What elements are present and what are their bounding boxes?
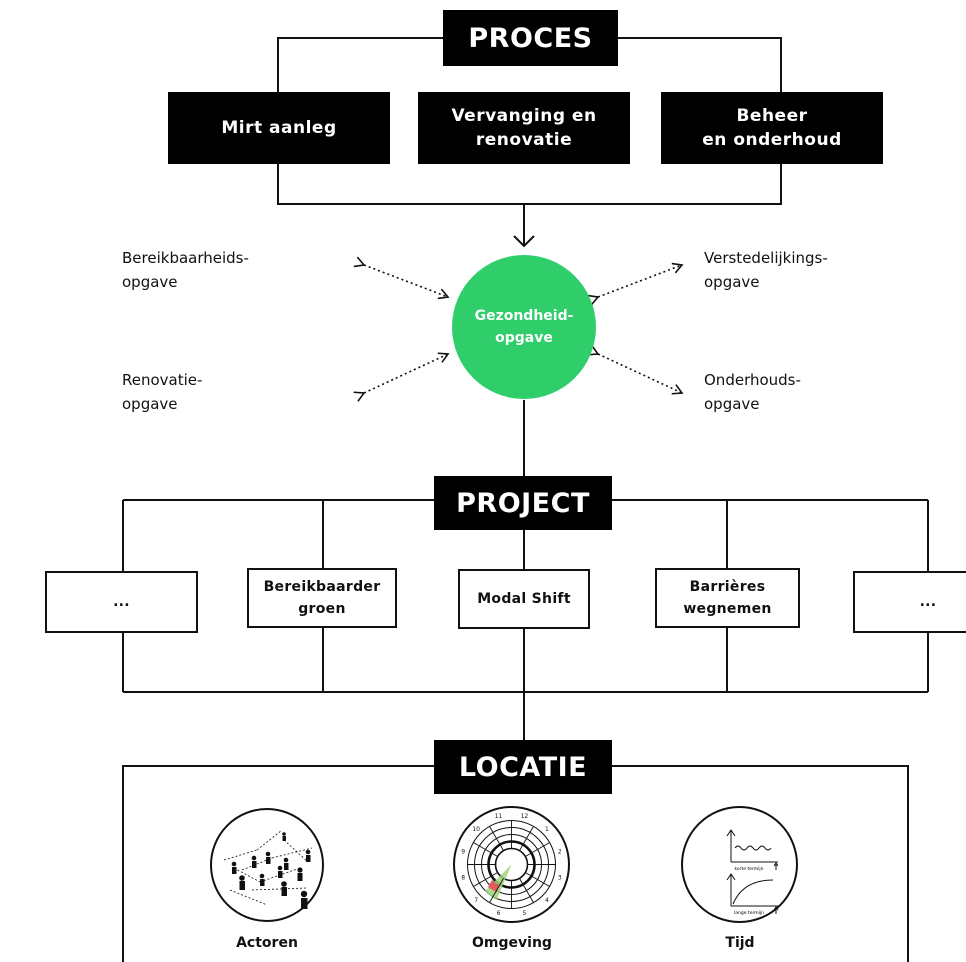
omgeving-clock-number: 11 (495, 813, 503, 820)
omgeving-spoke (489, 878, 504, 903)
tijd-short-label: korte termijn (734, 866, 763, 872)
label-onderhouds: Onderhouds- opgave (704, 371, 801, 413)
proces-item-mirt: Mirt aanleg (168, 92, 390, 164)
label-renovatie: Renovatie- opgave (122, 371, 203, 413)
project-title: PROJECT (434, 476, 612, 530)
omgeving-spoke (473, 842, 498, 857)
label-bereikbaarheids: Bereikbaarheids- opgave (122, 249, 249, 291)
omgeving-clock-number: 3 (558, 874, 562, 881)
project-item-bereikbaarder: Bereikbaarder groen (247, 568, 397, 628)
proces-item-vervanging: Vervanging en renovatie (418, 92, 630, 164)
gezondheid-circle: Gezondheid- opgave (452, 255, 596, 399)
project-item-right-more: ... (853, 571, 966, 633)
omgeving-caption: Omgeving (472, 935, 552, 951)
locatie-title: LOCATIE (434, 740, 612, 794)
omgeving-clock-number: 10 (472, 826, 480, 833)
proces-title: PROCES (443, 10, 618, 66)
omgeving-clock-number: 1 (545, 826, 549, 833)
omgeving-spoke (519, 878, 534, 903)
label-verstedelijkings: Verstedelijkings- opgave (704, 249, 828, 291)
omgeving-clock-number: 2 (558, 849, 562, 856)
tijd-caption: Tijd (725, 935, 755, 951)
omgeving-clock-number: 8 (461, 874, 465, 881)
omgeving-clock-number: 12 (521, 813, 529, 820)
proces-item-beheer: Beheer en onderhoud (661, 92, 883, 164)
project-item-modal-shift: Modal Shift (458, 569, 590, 629)
omgeving-clock-number: 7 (474, 897, 478, 904)
omgeving-clock-number: 9 (461, 849, 465, 856)
actoren-icon (210, 808, 324, 922)
project-item-barrieres: Barrières wegnemen (655, 568, 800, 628)
project-item-left-more: ... (45, 571, 198, 633)
omgeving-clock-number: 4 (545, 897, 549, 904)
omgeving-spoke (519, 826, 534, 851)
omgeving-spoke (473, 872, 498, 887)
actoren-caption: Actoren (236, 935, 298, 951)
tijd-long-label: lange termijn (734, 910, 764, 916)
omgeving-clock-number: 5 (523, 910, 527, 917)
omgeving-clock-number: 6 (497, 910, 501, 917)
omgeving-spoke (489, 826, 504, 851)
omgeving-spoke (525, 842, 550, 857)
omgeving-spoke (525, 872, 550, 887)
tijd-icon: korte termijn lange termijn (681, 806, 798, 923)
